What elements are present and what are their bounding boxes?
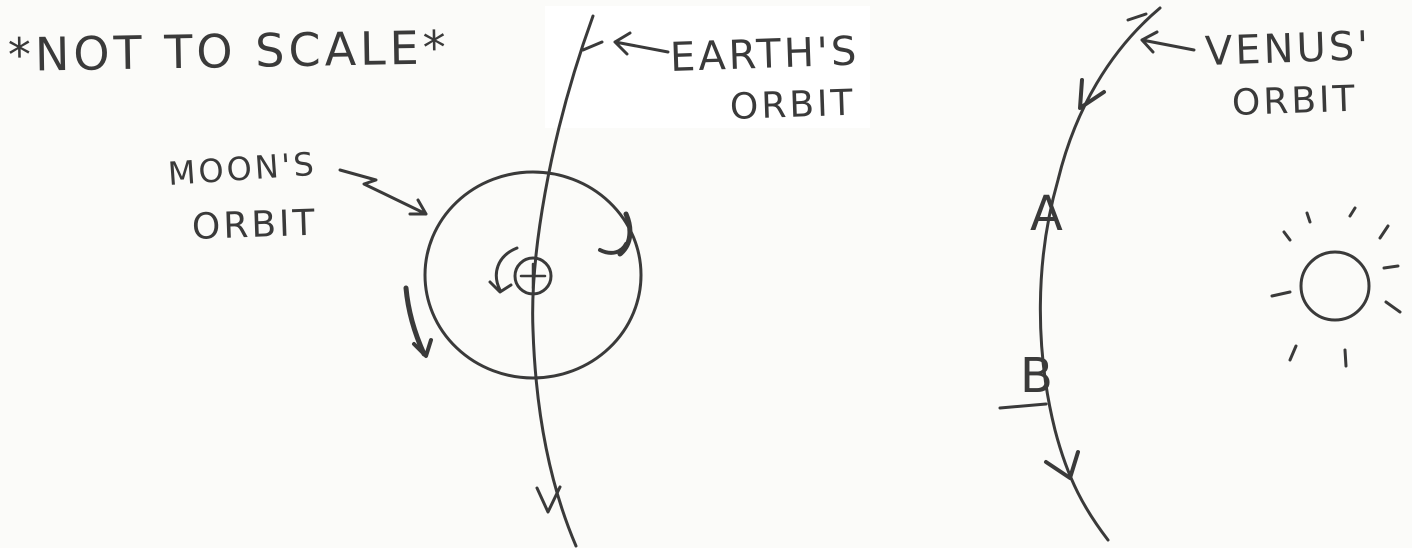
- moon-orbit-pointer: [340, 170, 426, 214]
- earth-orbit-path: [533, 16, 593, 546]
- moon-orbit-label-1: MOON'S: [167, 148, 318, 190]
- scale-note: *NOT TO SCALE*: [8, 24, 450, 78]
- earth-orbit-label-2: ORBIT: [729, 86, 856, 126]
- moon-orbit-label-2: ORBIT: [191, 206, 318, 246]
- venus-orbit-path: [1040, 8, 1160, 540]
- moon-arrowhead-right: [600, 244, 626, 253]
- earth-rotation-arrow: [496, 248, 517, 290]
- point-a-label: A: [1030, 190, 1063, 238]
- earth-orbit-tick: [583, 42, 602, 50]
- earth-orbit-pointer: [615, 33, 668, 54]
- earth-orbit-label-1: EARTH'S: [669, 31, 860, 78]
- point-b-stroke: [1000, 404, 1046, 408]
- earth-orbit-arrowhead: [537, 487, 560, 512]
- venus-orbit-top-tick: [1128, 14, 1146, 20]
- sun-icon: [1272, 208, 1400, 366]
- venus-orbit-pointer: [1142, 32, 1194, 52]
- earth-rotation-arrowhead: [490, 282, 511, 292]
- venus-orbit-label-1: VENUS': [1204, 26, 1372, 72]
- earth-symbol-cross: [521, 264, 545, 288]
- venus-orbit-label-2: ORBIT: [1231, 82, 1358, 122]
- point-b-label: B: [1020, 352, 1053, 400]
